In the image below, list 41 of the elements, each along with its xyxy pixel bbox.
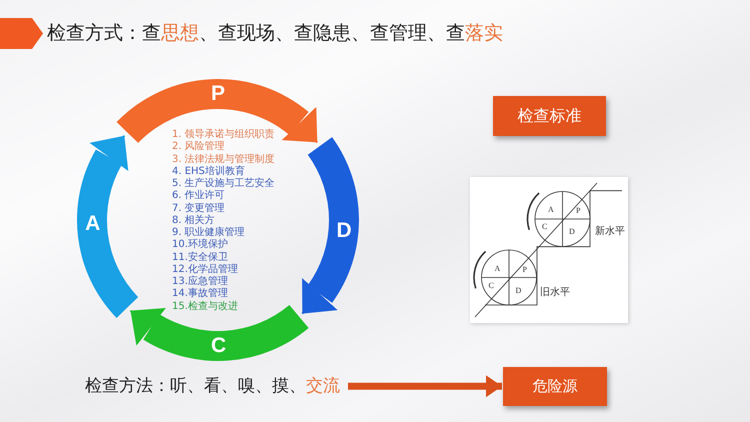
phase-letter: A: [85, 213, 100, 236]
list-item: 15.检查与改进: [172, 300, 238, 313]
quadrant-letter: P: [522, 264, 527, 274]
list-item: 10.环境保护: [172, 239, 228, 252]
quadrant-letter: D: [569, 227, 575, 237]
list-item: 6. 作业许可: [172, 190, 225, 202]
quadrant-letter: D: [516, 286, 522, 296]
list-item: 1. 领导承诺与组织职责: [172, 129, 275, 141]
arrow: [348, 375, 502, 398]
curved-band: [77, 149, 139, 318]
category-box: 检查标准: [493, 96, 606, 136]
phase-letter: C: [211, 335, 226, 357]
quadrant-letter: C: [488, 280, 494, 290]
level-label: 新水平: [595, 226, 625, 238]
phase-letter: D: [336, 220, 352, 242]
list-item: 3. 法律法规与管理制度: [172, 154, 275, 166]
list-item: 9. 职业健康管理: [172, 227, 245, 238]
list-item: 2. 风险管理: [172, 141, 225, 154]
list-item: 13.应急管理: [172, 276, 228, 288]
list-item: 4. EHS培训教育: [172, 166, 245, 178]
arrow: [302, 278, 338, 314]
list-item: 12.化学品管理: [172, 264, 238, 276]
list-item: 8. 相关方: [172, 214, 215, 226]
category-box: 危险源: [503, 367, 607, 406]
quadrant-letter: A: [494, 264, 500, 274]
arrow: [130, 308, 166, 346]
list-item: 5. 生产设施与工艺安全: [172, 178, 275, 190]
phase-letter: P: [211, 83, 226, 105]
arrow: [282, 106, 318, 144]
list-item: 11.安全保卫: [172, 252, 228, 264]
title: 检查方式：查思想、查现场、查隐患、查管理、查落实: [47, 21, 503, 46]
curved-band: [116, 79, 309, 143]
quadrant-letter: A: [548, 205, 554, 215]
quadrant-letter: P: [576, 206, 580, 216]
method-text: 检查方法：听、看、嗅、摸、交流: [85, 374, 340, 398]
quadrant-letter: C: [542, 222, 548, 232]
arrow: [89, 135, 128, 172]
list-item: 14.事故管理: [172, 288, 228, 300]
curved-band: [307, 137, 359, 303]
level-label: 旧水平: [540, 287, 570, 299]
list-item: 7. 变更管理: [172, 202, 225, 214]
